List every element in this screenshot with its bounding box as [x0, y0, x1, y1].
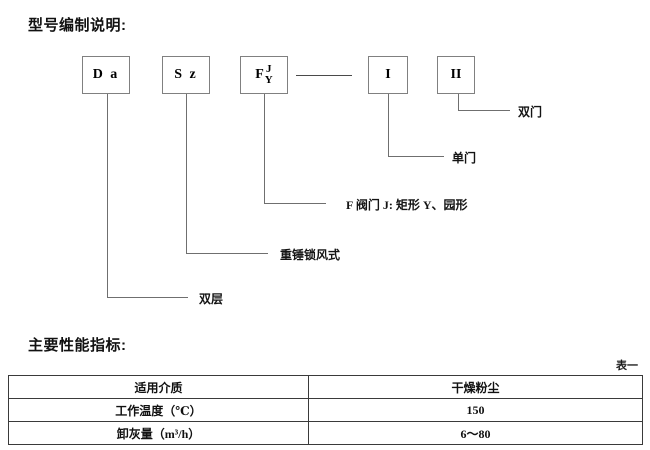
code-box-f-fraction: J Y: [265, 64, 273, 86]
leader-line-famen-horizontal: [264, 203, 326, 204]
table-caption: 表一: [616, 360, 638, 372]
leader-label-shuangmen: 双门: [518, 105, 543, 119]
code-box-da: D a: [82, 56, 130, 94]
leader-label-famen: F 阀门 J: 矩形 Y、园形: [346, 198, 468, 212]
page-title-performance: 主要性能指标:: [28, 337, 127, 354]
code-box-da-label: D a: [92, 67, 120, 82]
leader-label-danmen: 单门: [452, 151, 477, 165]
table-cell-label: 适用介质: [8, 375, 309, 399]
code-box-sz: S z: [162, 56, 210, 94]
performance-table: 适用介质 干燥粉尘 工作温度（℃） 150 卸灰量（m³/h） 6～80: [8, 375, 643, 445]
leader-line-shuangmen-vertical: [458, 94, 459, 111]
leader-label-shuangceng: 双层: [199, 292, 224, 306]
table-cell-value: 6～80: [308, 421, 643, 445]
leader-line-shuangmen-horizontal: [458, 110, 510, 111]
table-cell-value: 干燥粉尘: [308, 375, 643, 399]
code-box-f-label: F: [255, 67, 264, 82]
leader-line-shuangceng-vertical: [107, 94, 108, 298]
code-box-f: F J Y: [240, 56, 288, 94]
table-cell-label: 工作温度（℃）: [8, 398, 309, 422]
code-box-ii-label: II: [450, 67, 462, 82]
table-row: 适用介质 干燥粉尘: [8, 375, 643, 399]
diagram-separator-dash: [296, 75, 352, 76]
code-box-sz-label: S z: [174, 67, 198, 82]
leader-line-danmen-horizontal: [388, 156, 444, 157]
code-box-f-numerator: J: [266, 63, 272, 76]
table-cell-value: 150: [308, 398, 643, 422]
code-box-f-denominator: Y: [264, 74, 273, 86]
table-cell-label: 卸灰量（m³/h）: [8, 421, 309, 445]
page-title-model-code: 型号编制说明:: [28, 17, 127, 34]
leader-line-shuangceng-horizontal: [107, 297, 188, 298]
code-box-i: I: [368, 56, 408, 94]
table-row: 工作温度（℃） 150: [8, 398, 643, 422]
code-box-ii: II: [437, 56, 475, 94]
leader-line-famen-vertical: [264, 94, 265, 204]
leader-line-zhongchui-vertical: [186, 94, 187, 254]
table-row: 卸灰量（m³/h） 6～80: [8, 421, 643, 445]
leader-line-zhongchui-horizontal: [186, 253, 268, 254]
code-box-i-label: I: [385, 67, 391, 82]
leader-label-zhongchui: 重锤锁风式: [280, 248, 341, 262]
leader-line-danmen-vertical: [388, 94, 389, 157]
